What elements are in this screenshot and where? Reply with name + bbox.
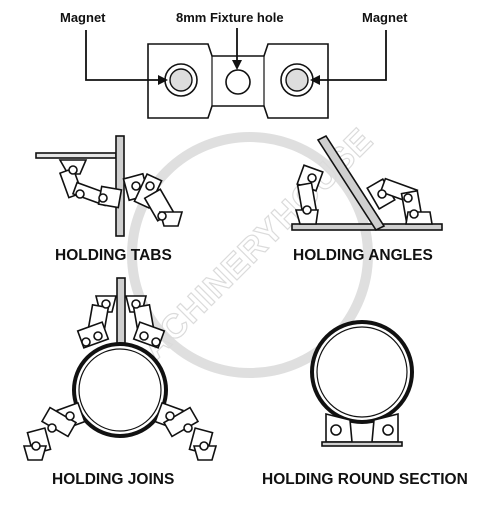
pivot-pin-icon <box>302 205 312 215</box>
clamp-arm-icon <box>154 401 218 461</box>
pivot-pin-icon <box>183 423 193 433</box>
pivot-pin-icon <box>139 331 149 341</box>
pivot-pin-icon <box>68 165 78 175</box>
pivot-pin-icon <box>93 331 103 341</box>
pivot-pin-icon <box>165 411 175 421</box>
pivot-pin-icon <box>377 189 387 199</box>
pivot-pin-icon <box>65 411 75 421</box>
clamp-arm-icon <box>294 164 324 225</box>
pivot-pin-icon <box>145 181 155 191</box>
arrow-icon <box>85 28 387 85</box>
magnet-left-label: Magnet <box>60 10 106 25</box>
caption-holding-angles: HOLDING ANGLES <box>293 247 433 264</box>
pivot-pin-icon <box>75 189 85 199</box>
holding-round-section-illustration <box>310 320 414 447</box>
holding-tabs-illustration <box>35 135 184 237</box>
pivot-pin-icon <box>131 181 141 191</box>
magnet-right-label: Magnet <box>362 10 408 25</box>
watermark-ring <box>127 132 373 378</box>
fixture-hole-label: 8mm Fixture hole <box>176 10 284 25</box>
clamp-arm-icon <box>58 159 123 209</box>
pivot-pin-icon <box>131 299 141 309</box>
pivot-pin-icon <box>382 424 394 436</box>
pivot-pin-icon <box>31 441 41 451</box>
clamp-arm-icon <box>124 295 166 349</box>
pivot-pin-icon <box>409 209 419 219</box>
clamp-arm-icon <box>22 401 86 461</box>
magnet-block: Magnet 8mm Fixture hole Magnet <box>60 10 408 119</box>
caption-holding-joins: HOLDING JOINS <box>52 471 174 488</box>
pivot-pin-icon <box>330 424 342 436</box>
pivot-pin-icon <box>98 193 108 203</box>
caption-holding-tabs: HOLDING TABS <box>55 247 172 264</box>
fixture-hole-icon <box>225 69 251 95</box>
pivot-pin-icon <box>157 211 167 221</box>
pivot-pin-icon <box>47 423 57 433</box>
pivot-pin-icon <box>81 337 91 347</box>
pivot-pin-icon <box>151 337 161 347</box>
clamp-arm-icon <box>366 177 433 225</box>
pivot-pin-icon <box>101 299 111 309</box>
holding-angles-illustration <box>291 134 443 232</box>
magnet-icon <box>164 63 198 97</box>
clamp-arm-icon <box>122 172 184 227</box>
caption-holding-round-section: HOLDING ROUND SECTION <box>262 471 468 488</box>
pivot-pin-icon <box>199 441 209 451</box>
holding-joins-illustration <box>22 277 218 461</box>
pivot-pin-icon <box>307 173 317 183</box>
clamp-arm-icon <box>76 295 118 349</box>
magnet-icon <box>280 63 314 97</box>
pivot-pin-icon <box>403 193 413 203</box>
